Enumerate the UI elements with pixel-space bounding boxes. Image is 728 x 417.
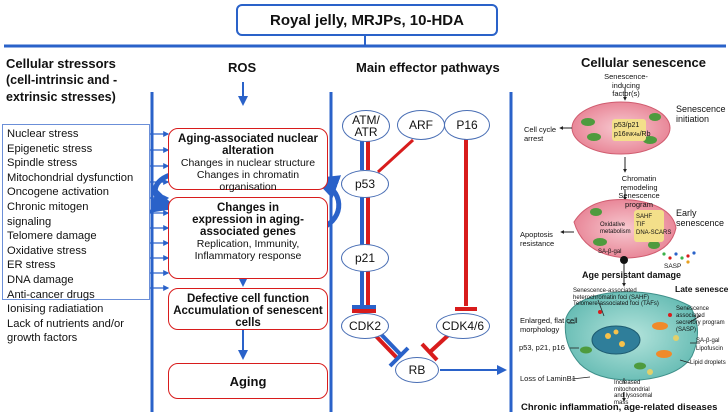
mitochondrial-mass-label: Increased mitochondrial and lysosomal ma…	[614, 380, 653, 406]
node-p53: p53	[341, 170, 389, 198]
box2-title-2: expression in aging-	[192, 214, 304, 226]
box1-line-1: Changes in nuclear structure	[180, 157, 316, 169]
list-item: growth factors	[7, 332, 78, 345]
node-rb: RB	[395, 357, 439, 383]
early-senescence-label: Early senescence	[676, 208, 725, 228]
list-item: Oncogene activation	[7, 186, 109, 199]
box2-title-1: Changes in	[217, 202, 279, 214]
box3-line-3: cells	[235, 317, 261, 329]
cell-cycle-arrest-label: Cell cycle arrest	[524, 125, 557, 143]
box3-line-2: Accumulation of senescent	[173, 305, 323, 317]
nuclear-alteration-box: Aging-associated nuclear alteration Chan…	[168, 128, 328, 193]
box2-line-2: Inflammatory response	[194, 250, 302, 262]
list-item: Lack of nutrients and/or	[7, 317, 124, 330]
senescence-title: Cellular senescence	[581, 55, 707, 70]
node-cdk2: CDK2	[341, 313, 389, 339]
lipid-droplets-label: Lipid droplets	[690, 360, 726, 366]
sasp-program-label: Senescence associated secretory program …	[676, 306, 725, 333]
gene-expression-box: Changes in expression in aging- associat…	[168, 197, 328, 279]
age-damage-label: Age persistant damage	[582, 270, 682, 280]
box3-line-1: Defective cell function	[186, 293, 310, 305]
list-item: Ionising radiatiation	[7, 303, 104, 316]
chronic-inflammation-label: Chronic inflammation, age-related diseas…	[521, 402, 718, 413]
defective-function-box: Defective cell function Accumulation of …	[168, 288, 328, 330]
list-item: Epigenetic stress	[7, 142, 93, 155]
node-arf: ARF	[397, 110, 445, 140]
inducing-factors-label: Senescence-inducing factor(s)	[604, 72, 648, 98]
aging-label: Aging	[229, 373, 267, 389]
laminb1-label: Loss of LaminB1	[520, 374, 576, 383]
p53-p21-p16-label: p53, p21, p16	[519, 343, 565, 352]
early-markers: SAHF TIF DNA-SCARS	[636, 214, 672, 236]
list-item: Oxidative stress	[7, 244, 87, 257]
list-item: ER stress	[7, 259, 56, 272]
box2-line-1: Replication, Immunity,	[196, 238, 300, 250]
node-cdk46: CDK4/6	[436, 313, 490, 339]
cell1-markers: p53/p21 p16INK4a/Rb	[614, 122, 651, 138]
list-item: Nuclear stress	[7, 128, 79, 140]
node-p21: p21	[341, 244, 389, 272]
list-item: Telomere damage	[7, 230, 97, 243]
diagram-title: Royal jelly, MRJPs, 10-HDA	[270, 11, 464, 29]
stressors-list: Nuclear stress Epigenetic stress Spindle…	[2, 124, 150, 344]
list-item: Mitochondrial dysfunction	[7, 171, 134, 184]
list-item: Anti-cancer drugs	[7, 288, 95, 301]
senescence-initiation-label: Senescence initiation	[676, 104, 726, 124]
node-p16: P16	[444, 110, 490, 140]
stressors-subtitle-2: extrinsic stresses)	[6, 90, 116, 104]
box1-line-2: Changes in chromatin organisation	[196, 169, 300, 193]
box1-title: Aging-associated nuclear	[178, 133, 318, 145]
lipofuscin-label: SA-β-gal Lipofuscin	[696, 338, 724, 352]
ros-title: ROS	[228, 60, 257, 75]
chromatin-remodeling-label: Chromatin remodeling Senescence program	[618, 174, 660, 209]
aging-box: Aging	[168, 363, 328, 399]
apoptosis-resistance-label: Apoptosis resistance	[520, 230, 555, 248]
node-atm-atr: ATM/ ATR	[342, 110, 390, 142]
sasp-label: SASP	[664, 263, 682, 270]
list-item: signaling	[7, 215, 52, 228]
box2-title-3: associated genes	[200, 226, 296, 238]
box1-title-2: alteration	[222, 145, 274, 157]
pathways-title: Main effector pathways	[356, 60, 500, 75]
title-box: Royal jelly, MRJPs, 10-HDA	[236, 4, 498, 36]
enlarged-morphology-label: Enlarged, flat cell morphology	[520, 316, 578, 334]
stressors-title: Cellular stressors	[6, 56, 116, 71]
stressors-subtitle-1: (cell-intrinsic and -	[6, 73, 118, 87]
senescence-illustration	[559, 88, 701, 402]
sabgal-label: SA-β-gal	[598, 249, 622, 255]
list-item: Spindle stress	[7, 157, 78, 170]
late-senescence-label: Late senescence	[675, 284, 728, 294]
curve-arrow-left	[149, 172, 177, 213]
list-item: Chronic mitogen	[7, 200, 89, 213]
sahf-label: Senescence-associated heterochromatin fo…	[573, 288, 659, 308]
oxidative-metabolism-label: Oxidative metabolism	[600, 222, 631, 235]
list-item: DNA damage	[7, 273, 74, 286]
